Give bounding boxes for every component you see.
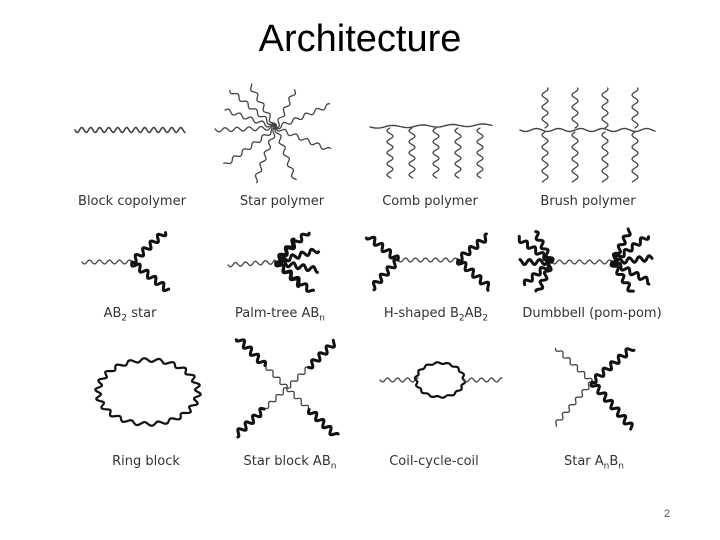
star-polymer-arm bbox=[214, 125, 277, 133]
palm-tree-b-arm bbox=[274, 247, 320, 266]
star-anbn-a-arm bbox=[554, 347, 593, 383]
brush-polymer-bristle bbox=[631, 87, 639, 129]
star-polymer-arm bbox=[223, 127, 277, 165]
label-block-copolymer: Block copolymer bbox=[78, 194, 186, 209]
brush-polymer-backbone bbox=[519, 127, 656, 133]
brush-polymer-bristle bbox=[631, 131, 639, 183]
dumbbell-a-chain bbox=[551, 259, 613, 265]
ab2-star-a-chain bbox=[81, 259, 133, 265]
star-anbn-a-arm bbox=[555, 381, 593, 427]
label-star-block: Star block ABn bbox=[243, 454, 337, 472]
comb-polymer-tooth bbox=[454, 127, 462, 179]
palm-tree-b-arm bbox=[274, 237, 296, 264]
dumbbell-b-arm bbox=[517, 234, 554, 264]
label-ring-block: Ring block bbox=[112, 454, 180, 469]
comb-polymer-tooth bbox=[408, 127, 416, 179]
star-polymer-arm bbox=[254, 127, 277, 184]
brush-polymer-bristle bbox=[571, 131, 579, 183]
block-copolymer-chain bbox=[74, 126, 186, 134]
slide-title: Architecture bbox=[258, 18, 462, 60]
dumbbell-b-arm bbox=[609, 260, 635, 293]
dumbbell-b-arm bbox=[534, 230, 555, 264]
star-block-a-segment bbox=[286, 366, 310, 389]
palm-tree-b-arm bbox=[274, 259, 319, 274]
star-anbn-b-arm bbox=[590, 347, 636, 385]
label-comb-polymer: Comb polymer bbox=[382, 194, 478, 209]
dumbbell-b-arm bbox=[610, 254, 654, 266]
star-block-b-segment bbox=[236, 406, 266, 439]
brush-polymer-bristle bbox=[541, 87, 549, 129]
label-ab2-star: AB2 star bbox=[103, 306, 157, 324]
comb-polymer-backbone bbox=[369, 123, 493, 129]
h-shaped-b-arm bbox=[371, 258, 400, 292]
label-palm-tree: Palm-tree ABn bbox=[234, 306, 325, 324]
label-brush-polymer: Brush polymer bbox=[540, 194, 636, 209]
star-polymer-arm bbox=[275, 127, 332, 150]
coil-cycle-coil-left-coil bbox=[379, 377, 419, 383]
label-h-shaped: H-shaped B2AB2 bbox=[383, 306, 489, 324]
brush-polymer-bristle bbox=[601, 87, 609, 129]
star-anbn-b-arm bbox=[589, 380, 634, 431]
brush-polymer-bristle bbox=[571, 87, 579, 129]
comb-polymer-tooth bbox=[386, 127, 394, 179]
star-polymer-arm bbox=[224, 108, 277, 129]
dumbbell-b-arm bbox=[610, 260, 651, 286]
ring-block-cycle bbox=[94, 357, 202, 427]
coil-cycle-coil-cycle bbox=[413, 361, 467, 399]
star-block-a-segment bbox=[265, 363, 288, 389]
label-dumbbell: Dumbbell (pom-pom) bbox=[522, 306, 662, 321]
h-shaped-b-arm bbox=[456, 232, 488, 263]
h-shaped-b-arm bbox=[364, 235, 400, 262]
brush-polymer-bristle bbox=[601, 131, 609, 183]
star-polymer-arm bbox=[229, 89, 277, 129]
h-shaped-a-chain bbox=[397, 257, 459, 263]
comb-polymer-tooth bbox=[476, 127, 484, 179]
page-number: 2 bbox=[664, 508, 671, 520]
h-shaped-b-arm bbox=[456, 258, 491, 292]
dumbbell-b-arm bbox=[522, 259, 554, 287]
star-polymer-arm bbox=[275, 103, 331, 130]
star-block-a-segment bbox=[286, 387, 310, 411]
star-block-a-segment bbox=[262, 387, 288, 410]
star-polymer-arm bbox=[275, 89, 297, 129]
label-star-polymer: Star polymer bbox=[239, 194, 325, 209]
star-block-b-segment bbox=[306, 408, 340, 437]
star-polymer-arm bbox=[250, 83, 278, 129]
dumbbell-b-arm bbox=[610, 227, 632, 264]
dumbbell-b-arm bbox=[610, 235, 650, 265]
ab2-star-b-arm bbox=[130, 260, 171, 293]
dumbbell-b-arm bbox=[534, 260, 554, 293]
comb-polymer-tooth bbox=[432, 127, 440, 179]
star-block-b-segment bbox=[307, 338, 336, 370]
ab2-star-b-arm bbox=[130, 231, 168, 265]
coil-cycle-coil-right-coil bbox=[463, 377, 503, 383]
palm-tree-a-chain bbox=[227, 259, 276, 268]
label-star-anbn: Star AnBn bbox=[563, 454, 625, 472]
palm-tree-b-arm bbox=[274, 260, 300, 289]
brush-polymer-bristle bbox=[541, 131, 549, 183]
star-polymer-arm bbox=[274, 127, 297, 181]
label-coil-cycle-coil: Coil-cycle-coil bbox=[389, 454, 479, 469]
star-block-b-segment bbox=[234, 338, 268, 367]
